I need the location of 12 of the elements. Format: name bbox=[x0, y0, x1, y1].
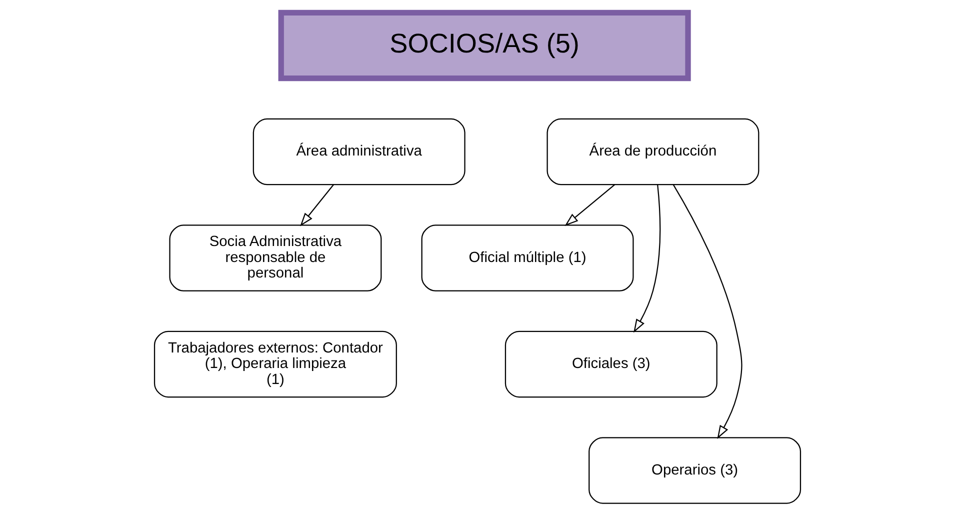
arrow bbox=[564, 184, 615, 226]
node-box: Oficiales (3) bbox=[504, 330, 717, 398]
node-box: SOCIOS/AS (5) bbox=[278, 10, 690, 82]
node-box: Oficial múltiple (1) bbox=[420, 224, 634, 292]
arrow bbox=[300, 184, 334, 226]
node-box: Socia Administrativa responsable de personal bbox=[168, 224, 382, 292]
node-box: Área de producción bbox=[546, 118, 759, 186]
node-box: Operarios (3) bbox=[588, 437, 801, 504]
arrow bbox=[633, 184, 660, 333]
arrow bbox=[672, 184, 742, 439]
node-box: Área administrativa bbox=[252, 118, 465, 186]
node-box: Trabajadores externos: Contador (1), Operaria limpieza (1) bbox=[153, 330, 396, 398]
